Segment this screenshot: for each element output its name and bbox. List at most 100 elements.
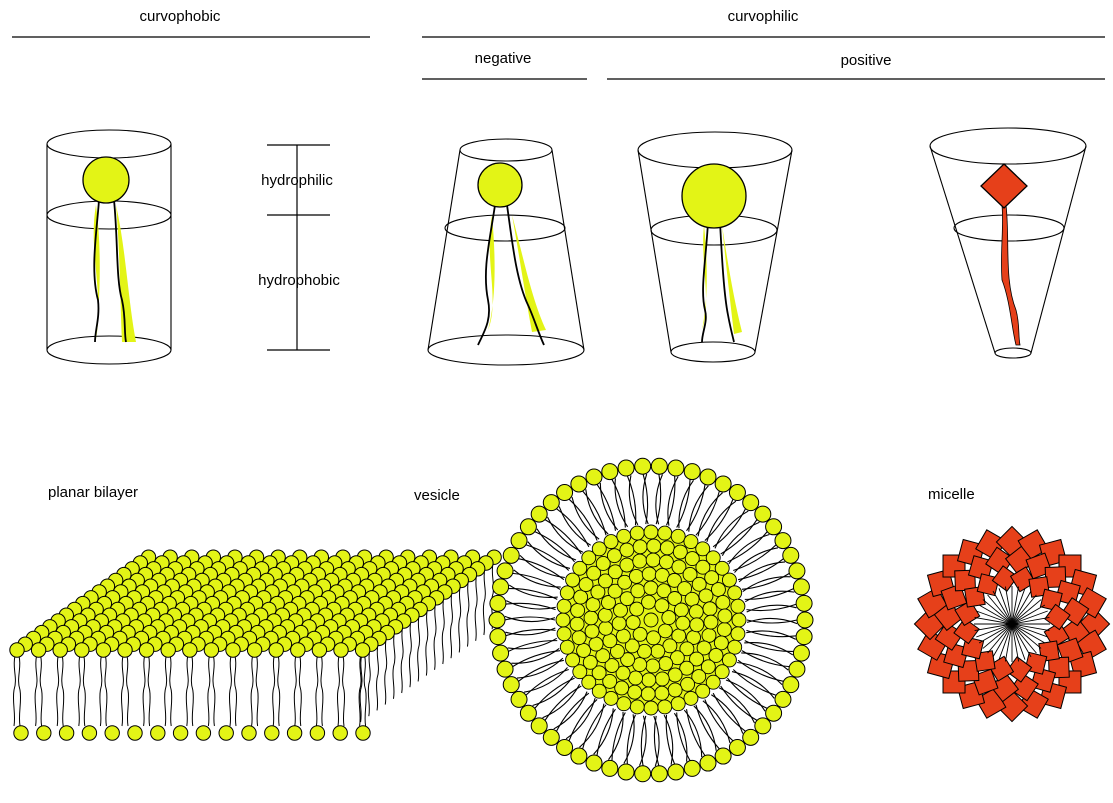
lipid-headgroup bbox=[557, 627, 571, 641]
planar-bilayer-label: planar bilayer bbox=[48, 484, 138, 502]
hydrophobic-label: hydrophobic bbox=[258, 272, 340, 290]
lipid-tail bbox=[401, 627, 403, 693]
lipid-headgroup bbox=[682, 164, 746, 228]
lipid-headgroup bbox=[715, 476, 731, 492]
lipid-headgroup bbox=[676, 616, 690, 630]
lipid-tail bbox=[294, 656, 296, 726]
lipid-headgroup bbox=[796, 629, 812, 645]
lipid-headgroup bbox=[37, 726, 51, 740]
lipid-headgroup bbox=[755, 718, 771, 734]
lipid-headgroup bbox=[31, 643, 45, 657]
lipid-headgroup bbox=[684, 760, 700, 776]
cylinder-shape bbox=[47, 130, 171, 364]
curvophilic-heading: curvophilic bbox=[728, 8, 799, 26]
lipid-headgroup bbox=[641, 687, 655, 701]
lipid-headgroup bbox=[630, 700, 644, 714]
lipid-headgroup bbox=[291, 643, 305, 657]
lipid-headgroup bbox=[489, 612, 505, 628]
lipid-headgroup bbox=[572, 631, 586, 645]
lipid-headgroup bbox=[586, 755, 602, 771]
lipid-headgroup bbox=[743, 495, 759, 511]
lipid-headgroup bbox=[620, 558, 634, 572]
lipid-tail bbox=[316, 656, 318, 726]
lipid-headgroup bbox=[585, 624, 599, 638]
lipid-headgroup bbox=[265, 726, 279, 740]
lipid-headgroup bbox=[604, 535, 618, 549]
lipid-headgroup bbox=[635, 766, 651, 782]
lipid-tail bbox=[256, 656, 258, 726]
lipid-headgroup bbox=[560, 586, 574, 600]
lipid-tail bbox=[208, 656, 210, 726]
lipid-headgroup bbox=[620, 543, 634, 557]
lipid-headgroup bbox=[589, 637, 603, 651]
lipid-headgroup bbox=[789, 563, 805, 579]
cylinder-base bbox=[47, 336, 171, 364]
lipid-headgroup bbox=[630, 526, 644, 540]
lipid-tail bbox=[191, 656, 193, 726]
cylinder-waterline bbox=[47, 201, 171, 229]
lipid-headgroup bbox=[646, 553, 660, 567]
lipid-tail bbox=[459, 586, 461, 652]
lipid-headgroup bbox=[662, 611, 676, 625]
lipid-headgroup bbox=[631, 584, 645, 598]
lipid-tail bbox=[83, 656, 85, 726]
lipid-headgroup bbox=[584, 611, 598, 625]
lipid-headgroup bbox=[658, 526, 672, 540]
lipid-headgroup bbox=[793, 645, 809, 661]
lipid-headgroup bbox=[497, 563, 513, 579]
cone-waterline bbox=[954, 215, 1064, 241]
lipid-headgroup bbox=[118, 643, 132, 657]
lipid-headgroup bbox=[671, 697, 685, 711]
lipid-headgroup bbox=[355, 643, 369, 657]
lipid-headgroup bbox=[646, 631, 660, 645]
lipid-headgroup bbox=[981, 164, 1027, 208]
lipid-headgroup bbox=[511, 691, 527, 707]
lipid-headgroup bbox=[560, 640, 574, 654]
lipid-headgroup bbox=[651, 766, 667, 782]
cone-waterline bbox=[445, 215, 565, 241]
lipid-tail bbox=[35, 656, 37, 726]
lipid-tail bbox=[418, 615, 420, 681]
lipid-headgroup bbox=[728, 586, 742, 600]
lipid-headgroup bbox=[660, 541, 674, 555]
lipid-headgroup bbox=[10, 643, 24, 657]
lipid-headgroup bbox=[755, 506, 771, 522]
lipid-headgroup bbox=[668, 460, 684, 476]
lipid-tail bbox=[148, 656, 150, 726]
positive-heading: positive bbox=[841, 52, 892, 70]
lipid-headgroup bbox=[333, 726, 347, 740]
lipid-headgroup bbox=[183, 643, 197, 657]
cone-base bbox=[671, 342, 755, 362]
cone-top-rim bbox=[930, 128, 1086, 164]
lipid-headgroup bbox=[647, 539, 661, 553]
lipid-headgroup bbox=[775, 691, 791, 707]
inverted-truncated-cone-shape bbox=[428, 139, 584, 365]
lipid-headgroup bbox=[715, 748, 731, 764]
lipid-headgroup bbox=[105, 726, 119, 740]
lipid-headgroup bbox=[658, 700, 672, 714]
lipid-headgroup bbox=[633, 540, 647, 554]
lipid-headgroup bbox=[684, 464, 700, 480]
lipid-headgroup bbox=[204, 643, 218, 657]
lipid-headgroup bbox=[766, 519, 782, 535]
lipid-headgroup bbox=[226, 643, 240, 657]
lipid-headgroup bbox=[714, 636, 728, 650]
lipid-headgroup bbox=[334, 643, 348, 657]
lipid-headgroup bbox=[644, 701, 658, 715]
lipid-headgroup bbox=[668, 683, 682, 697]
cylinder-top-rim bbox=[47, 130, 171, 158]
micelle-label: micelle bbox=[928, 486, 975, 504]
lipid-headgroup bbox=[681, 677, 695, 691]
lipid-headgroup bbox=[618, 460, 634, 476]
lipid-tail bbox=[100, 656, 102, 726]
lipid-headgroup bbox=[642, 567, 656, 581]
lipid-headgroup bbox=[598, 608, 612, 622]
lipid-tail bbox=[62, 656, 64, 726]
lipid-headgroup bbox=[722, 573, 736, 587]
lipid-headgroup bbox=[139, 643, 153, 657]
lipid-headgroup bbox=[684, 691, 698, 705]
lipid-headgroup bbox=[743, 729, 759, 745]
lipid-headgroup bbox=[96, 643, 110, 657]
lipid-headgroup bbox=[571, 476, 587, 492]
lipid-headgroup bbox=[732, 613, 746, 627]
